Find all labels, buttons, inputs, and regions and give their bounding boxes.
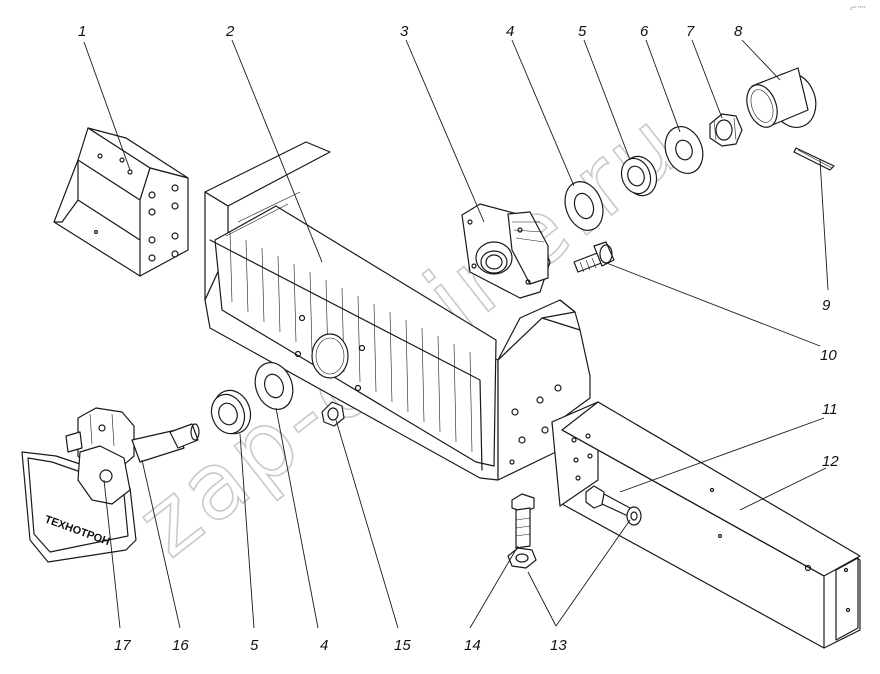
part-16-hook-body <box>65 407 200 505</box>
callout-17: 17 <box>114 637 131 654</box>
callout-4: 4 <box>506 23 514 40</box>
callout-8: 8 <box>734 23 743 40</box>
part-12-channel <box>551 401 861 649</box>
part-1-bracket <box>53 127 189 277</box>
callout-9: 9 <box>822 297 831 314</box>
part-11-bolt <box>585 485 642 526</box>
part-6-washer <box>664 126 704 174</box>
part-8-cap <box>746 67 817 128</box>
callout-7: 7 <box>686 23 695 40</box>
part-4-washer-bottom <box>254 362 294 410</box>
corner-mark: z** **** <box>850 6 866 12</box>
part-9-cotter-pin <box>793 147 835 171</box>
callout-14: 14 <box>464 637 481 654</box>
callout-2: 2 <box>225 23 235 40</box>
callout-15: 15 <box>394 637 411 654</box>
callout-11: 11 <box>822 401 838 418</box>
callout-10: 10 <box>820 347 837 364</box>
part-4-washer-top <box>564 181 604 231</box>
callout-6: 6 <box>640 23 649 40</box>
callout-5-bottom: 5 <box>250 637 259 654</box>
callout-16: 16 <box>172 637 189 654</box>
part-15-washer <box>321 401 345 427</box>
leader-lines <box>83 39 829 629</box>
part-13-nut <box>507 547 537 569</box>
callout-13: 13 <box>550 637 567 654</box>
callout-5: 5 <box>578 23 587 40</box>
callout-12: 12 <box>822 453 839 470</box>
part-5-bushing-top <box>620 155 658 197</box>
callout-4-bottom: 4 <box>320 637 328 654</box>
part-2-beam <box>204 141 591 481</box>
callout-1: 1 <box>78 23 86 40</box>
part-3-housing <box>461 203 551 299</box>
part-5-bushing-bottom <box>210 389 252 435</box>
callout-numbers: 1 2 3 4 5 6 7 8 9 10 11 12 13 14 15 4 5 … <box>78 23 839 654</box>
part-7-nut <box>709 113 743 147</box>
callout-3: 3 <box>400 23 409 40</box>
part-14-bolt <box>511 493 535 549</box>
